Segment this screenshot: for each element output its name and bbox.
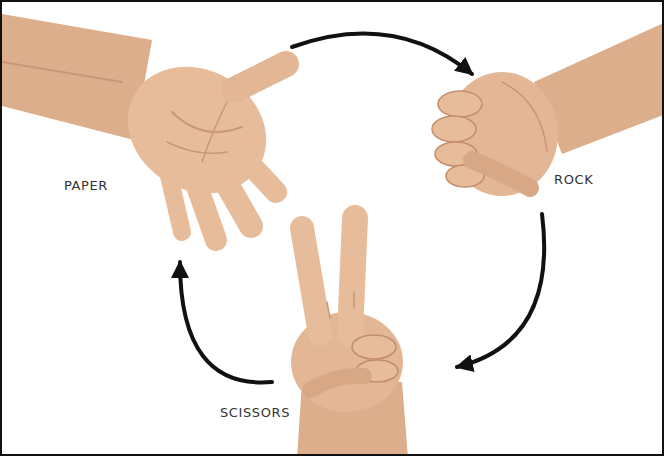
- rock-fist: [432, 22, 664, 196]
- paper-hand: [2, 14, 289, 240]
- cycle-arrow: [292, 33, 472, 74]
- scissors-hand: [291, 218, 408, 456]
- cycle-arrow: [180, 262, 272, 382]
- hand-label: PAPER: [64, 178, 108, 194]
- cycle-arrow: [457, 214, 544, 367]
- hand-label: ROCK: [554, 172, 593, 188]
- hand-label: SCISSORS: [220, 405, 290, 421]
- rock-hand-node: ROCK: [442, 74, 602, 214]
- scissors-hand-node: SCISSORS: [272, 212, 457, 452]
- paper-hand-node: PAPER: [22, 17, 292, 262]
